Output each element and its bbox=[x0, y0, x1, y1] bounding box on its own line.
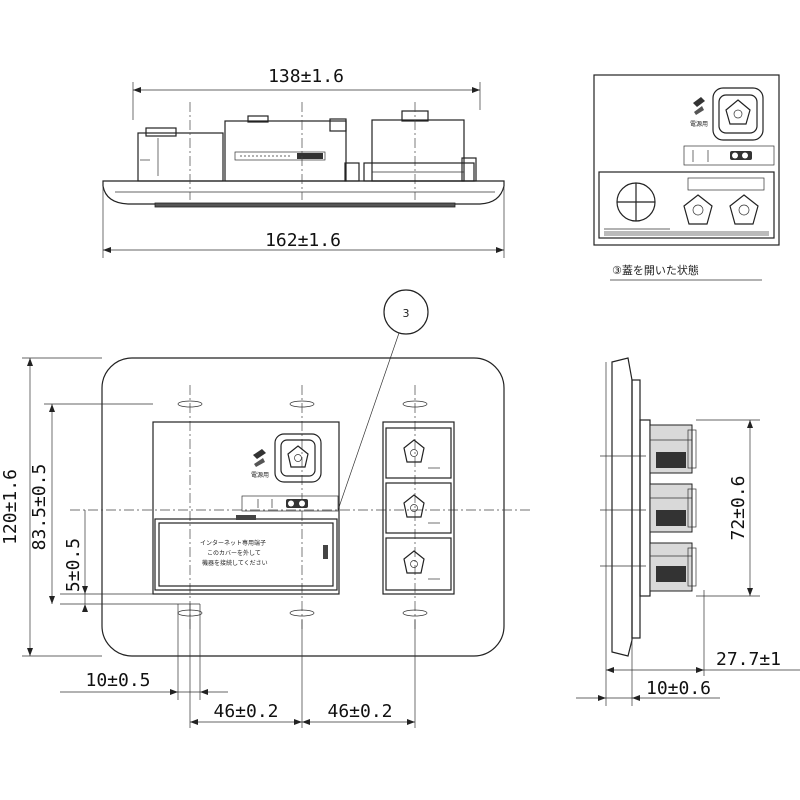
dim-front-83: 83.5±0.5 bbox=[29, 464, 50, 551]
dim-side-72: 72±0.6 bbox=[728, 475, 749, 540]
inset-caption: ③蓋を開いた状態 bbox=[612, 263, 699, 277]
front-view: 電源用 インターネット専用端子 このカバーを外して 機器を接続してください bbox=[0, 357, 530, 728]
lan-jack-icon bbox=[683, 194, 713, 225]
dim-top-162: 162±1.6 bbox=[265, 230, 341, 251]
lan-jack-icon bbox=[729, 194, 759, 225]
power-label: 電源用 bbox=[251, 471, 269, 479]
side-view: 72±0.6 27.7±1 10±0.6 bbox=[576, 357, 800, 706]
dim-front-10: 10±0.5 bbox=[85, 670, 150, 691]
svg-text:このカバーを外して: このカバーを外して bbox=[207, 549, 261, 557]
dim-front-5: 5±0.5 bbox=[63, 538, 84, 592]
dim-front-120: 120±1.6 bbox=[0, 469, 21, 545]
lan-jack-icon bbox=[385, 482, 452, 534]
lan-jack-icon bbox=[385, 427, 452, 479]
dim-side-27: 27.7±1 bbox=[716, 649, 781, 670]
dim-top-138: 138±1.6 bbox=[268, 66, 344, 87]
callout-3: 3 bbox=[337, 289, 429, 511]
side-jack bbox=[649, 542, 697, 592]
inset-cover-open: 電源用 ③蓋を開いた状態 bbox=[593, 74, 780, 281]
top-view: 138±1.6 162±1.6 bbox=[102, 66, 505, 258]
dim-side-10: 10±0.6 bbox=[646, 678, 711, 699]
lan-jack-icon bbox=[385, 537, 452, 591]
svg-text:電源用: 電源用 bbox=[690, 120, 708, 128]
callout-number: 3 bbox=[403, 307, 410, 320]
side-jack bbox=[649, 424, 697, 474]
svg-text:機器を接続してください: 機器を接続してください bbox=[202, 559, 268, 567]
dim-pitch-left: 46±0.2 bbox=[213, 701, 278, 722]
knockout-circle-icon bbox=[616, 182, 656, 222]
svg-text:インターネット専用端子: インターネット専用端子 bbox=[200, 539, 266, 547]
side-jack bbox=[649, 483, 697, 533]
screw-slot-top bbox=[177, 400, 428, 617]
dim-pitch-right: 46±0.2 bbox=[327, 701, 392, 722]
power-jack-icon bbox=[274, 433, 322, 483]
power-jack-icon bbox=[712, 87, 764, 141]
